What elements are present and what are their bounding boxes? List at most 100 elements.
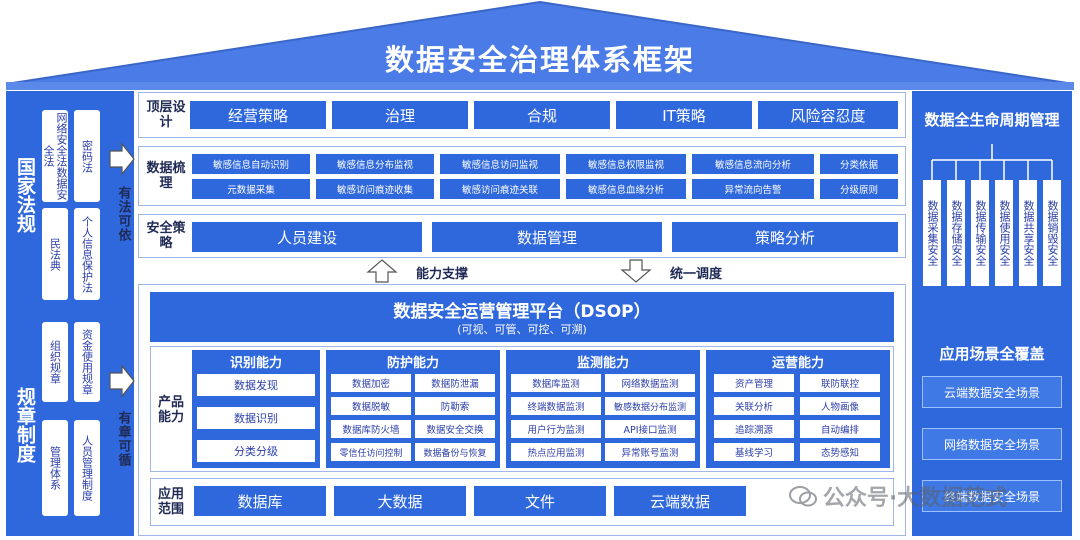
capability-item: 数据加密 xyxy=(331,374,411,392)
scene-network: 网络数据安全场景 xyxy=(922,428,1062,460)
security-strategy-label: 安全策略 xyxy=(146,221,186,251)
sorting-item: 敏感信息访问监视 xyxy=(440,154,560,174)
roof-banner xyxy=(5,0,1075,90)
scene-terminal: 终端数据安全场景 xyxy=(922,480,1062,512)
arrow-right-icon xyxy=(109,364,135,398)
capability-item: 关联分析 xyxy=(714,397,794,415)
rules-basis-text: 有章可循 xyxy=(115,411,131,467)
top-item-risk-tolerance: 风险容忍度 xyxy=(758,101,898,129)
capability-item: 数据备份与恢复 xyxy=(415,443,495,461)
law-card-civil: 民法典 xyxy=(42,208,68,300)
capability-item: 自动编排 xyxy=(800,420,880,438)
capability-support-text: 能力支撑 xyxy=(415,266,468,282)
capability-item: 数据识别 xyxy=(197,407,315,429)
group-title: 监测能力 xyxy=(576,355,629,371)
dsop-platform-banner xyxy=(150,292,894,342)
sorting-item: 敏感信息权限监视 xyxy=(566,154,686,174)
capability-item: 热点应用监测 xyxy=(511,443,601,461)
sorting-item: 分类依据 xyxy=(820,154,898,174)
law-card-privacy: 个人信息保护法 xyxy=(74,208,100,300)
rule-card-mgmt: 管理体系 xyxy=(42,420,68,516)
sorting-item: 异常流向告警 xyxy=(692,179,814,199)
lifecycle-item-store: 数据存储安全 xyxy=(947,180,965,286)
sorting-item: 敏感访问痕迹收集 xyxy=(316,179,434,199)
top-item-business-strategy: 经营策略 xyxy=(190,101,326,129)
top-item-governance: 治理 xyxy=(332,101,468,129)
scope-item-bigdata: 大数据 xyxy=(334,486,466,516)
unified-dispatch-text: 统一调度 xyxy=(669,266,722,282)
lifecycle-item-transfer: 数据传输安全 xyxy=(971,180,989,286)
capability-item: 数据脱敏 xyxy=(331,397,411,415)
capability-label: 产品能力 xyxy=(157,395,184,425)
capability-item: 分类分级 xyxy=(197,440,315,462)
strategy-item-analysis: 策略分析 xyxy=(672,222,898,252)
capability-item: 网络数据监测 xyxy=(605,374,695,392)
sorting-item: 分级原则 xyxy=(820,179,898,199)
capability-item: 防勒索 xyxy=(415,397,495,415)
scope-item-database: 数据库 xyxy=(194,486,326,516)
group-title: 运营能力 xyxy=(771,355,824,371)
law-card-crypto: 密码法 xyxy=(74,110,100,202)
right-lifecycle-panel xyxy=(912,91,1072,536)
capability-item: 敏感数据分布监测 xyxy=(605,397,695,415)
scene-title: 应用场景全覆盖 xyxy=(939,344,1045,363)
capability-section xyxy=(150,346,894,472)
sorting-item: 敏感信息自动识别 xyxy=(192,154,310,174)
national-law-label: 国家法规 xyxy=(14,157,36,233)
capability-item: 联防联控 xyxy=(800,374,880,392)
capability-item: 人物画像 xyxy=(800,397,880,415)
capability-item: 异常账号监测 xyxy=(605,443,695,461)
sorting-item: 敏感信息流向分析 xyxy=(692,154,814,174)
diagram-title: 数据安全治理体系框架 xyxy=(384,43,695,77)
capability-item: 用户行为监测 xyxy=(511,420,601,438)
scope-item-file: 文件 xyxy=(474,486,606,516)
lifecycle-item-share: 数据共享安全 xyxy=(1019,180,1037,286)
capability-item: 数据库防火墙 xyxy=(331,420,411,438)
capability-item: 数据防泄漏 xyxy=(415,374,495,392)
arrow-down-icon xyxy=(620,259,652,283)
capability-item: 态势感知 xyxy=(800,443,880,461)
law-card-cyber-data: 网络安全法数据安全法 xyxy=(42,110,68,202)
law-basis-text: 有法可依 xyxy=(115,186,131,242)
rule-card-fund: 资金使用规章 xyxy=(74,322,100,402)
arrow-right-icon xyxy=(109,142,135,176)
watermark-text: 公众号·大数据范式 xyxy=(822,486,1008,511)
lifecycle-item-use: 数据使用安全 xyxy=(995,180,1013,286)
sorting-item: 敏感访问痕迹关联 xyxy=(440,179,560,199)
capability-item: 基线学习 xyxy=(714,443,794,461)
capability-item: 数据库监测 xyxy=(511,374,601,392)
arrow-up-icon xyxy=(366,259,398,283)
lifecycle-title: 数据全生命周期管理 xyxy=(924,111,1060,129)
strategy-item-data-mgmt: 数据管理 xyxy=(432,222,662,252)
capability-item: 终端数据监测 xyxy=(511,397,601,415)
capability-item: 资产管理 xyxy=(714,374,794,392)
rules-label: 规章制度 xyxy=(14,387,36,463)
strategy-item-personnel: 人员建设 xyxy=(192,222,422,252)
sorting-item: 敏感信息血缘分析 xyxy=(566,179,686,199)
capability-item: 数据安全交换 xyxy=(415,420,495,438)
data-sorting-label: 数据梳理 xyxy=(146,161,186,191)
dsop-subtitle: (可视、可管、可控、可溯) xyxy=(457,323,587,336)
rule-card-org: 组织规章 xyxy=(42,322,68,402)
scope-label: 应用范围 xyxy=(157,487,184,517)
top-item-it-strategy: IT策略 xyxy=(616,101,752,129)
top-design-label: 顶层设计 xyxy=(146,100,186,130)
wechat-icon xyxy=(788,486,817,507)
capability-item: 数据发现 xyxy=(197,374,315,396)
sorting-item: 敏感信息分布监视 xyxy=(316,154,434,174)
sorting-item: 元数据采集 xyxy=(192,179,310,199)
rule-card-staff: 人员管理制度 xyxy=(74,420,100,516)
dsop-title: 数据安全运营管理平台（DSOP） xyxy=(393,301,651,322)
lifecycle-item-destroy: 数据销毁安全 xyxy=(1043,180,1061,286)
capability-item: 零信任访问控制 xyxy=(331,443,411,461)
watermark: 公众号·大数据范式 xyxy=(740,478,1056,514)
group-title: 识别能力 xyxy=(229,355,282,371)
lifecycle-connector xyxy=(931,144,1053,180)
scope-section xyxy=(150,478,894,526)
top-item-compliance: 合规 xyxy=(474,101,610,129)
lifecycle-item-collect: 数据采集安全 xyxy=(923,180,941,286)
capability-item: 追踪溯源 xyxy=(714,420,794,438)
capability-item: API接口监测 xyxy=(605,420,695,438)
scene-cloud: 云端数据安全场景 xyxy=(922,376,1062,408)
scope-item-cloud: 云端数据 xyxy=(614,486,746,516)
